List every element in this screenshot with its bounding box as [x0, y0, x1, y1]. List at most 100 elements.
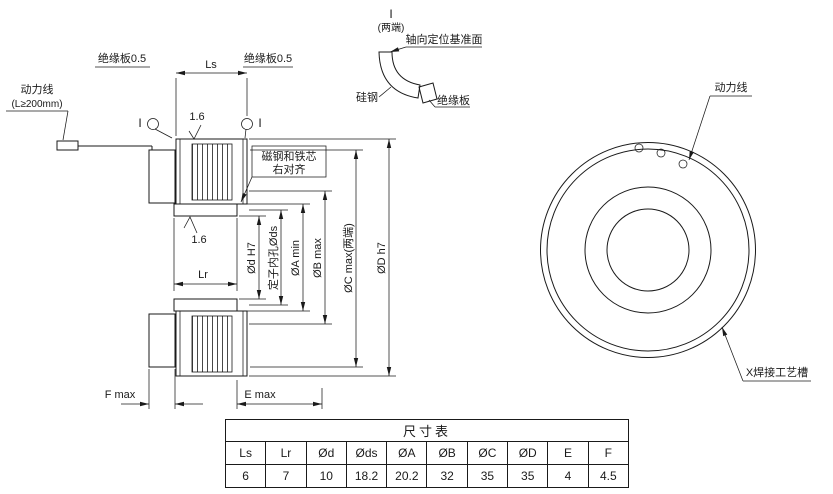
marker-line [244, 128, 247, 139]
marker-circle [147, 118, 159, 130]
roughness-value: 1.6 [189, 111, 204, 123]
magnet-top [173, 203, 238, 217]
insulation-strip-left [175, 310, 181, 377]
lr-dimension: Lr [173, 218, 238, 291]
power-line-label: 动力线 [715, 80, 748, 94]
insulation-strip-left [175, 138, 181, 205]
note-text-1: 磁钢和铁芯 [262, 149, 317, 163]
dimension-text: ØA min [290, 240, 302, 276]
label-text: 绝缘板0.5 [244, 51, 292, 65]
dimension-text: E max [244, 389, 276, 401]
silicon-steel-callout: 硅钢 [356, 86, 392, 104]
weld-groove-callout: X焊接工艺槽 [721, 326, 811, 382]
table-value-cell: 35 [507, 464, 549, 488]
label-text: 绝缘板0.5 [98, 51, 146, 65]
leader-line [62, 110, 69, 141]
alignment-note: 磁钢和铁芯 右对齐 [240, 145, 327, 203]
front-view: 动力线 X焊接工艺槽 [540, 80, 811, 382]
detail-view: I (两端) 轴向定位基准面 硅钢 绝缘板 [356, 7, 483, 108]
dia-dimension-ds: 定子内孔Øds [249, 209, 288, 306]
table-value-cell: 32 [426, 464, 468, 488]
stator-bottom [175, 310, 248, 377]
table-value-cell: 10 [305, 464, 347, 488]
table-header-cell: Lr [265, 441, 307, 465]
magnet-bottom [173, 298, 238, 312]
wire-exit-hole [656, 148, 666, 158]
note-text-2: 右对齐 [273, 162, 306, 176]
table-value-cell: 7 [265, 464, 307, 488]
note-box [251, 145, 327, 178]
rim-circle [546, 148, 750, 352]
silicon-steel-label: 硅钢 [356, 91, 378, 104]
power-line-callout: 动力线 (L≥200mm) [6, 82, 69, 141]
table-header-cell: ØC [466, 441, 509, 465]
table-title-row: 尺寸表 [225, 419, 629, 442]
table-value-cell: 4.5 [587, 464, 630, 488]
section-view: 动力线 (L≥200mm) I [6, 51, 396, 409]
power-line-label: 动力线 [21, 82, 54, 96]
leader-line [378, 86, 392, 98]
table-header-cell: F [587, 441, 630, 465]
winding-area [191, 315, 233, 373]
dimension-text: 定子内孔Øds [266, 225, 280, 290]
table-header-cell: E [547, 441, 589, 465]
dimension-text: ØC max(两端) [342, 223, 355, 293]
ls-dimension: Ls [175, 59, 248, 136]
insulation-label-right: 绝缘板0.5 [243, 51, 293, 68]
datum-callout: 轴向定位基准面 [389, 32, 483, 53]
f-dimension: F max [105, 369, 203, 409]
table-header-cell: ØD [507, 441, 549, 465]
inner-circle [584, 186, 712, 314]
marker-label: I [258, 116, 261, 130]
table-value-cell: 20.2 [386, 464, 428, 488]
dimension-text: ØD h7 [376, 242, 388, 274]
table-header-cell: Ød [305, 441, 347, 465]
wire-exit-hole [634, 143, 644, 153]
leader-line [428, 99, 436, 108]
roughness-value: 1.6 [191, 234, 206, 246]
roughness-mark-top: 1.6 [188, 111, 205, 140]
detail-marker-right: I [241, 116, 262, 139]
weld-groove-label: X焊接工艺槽 [746, 365, 808, 379]
table-value-cell: 4 [547, 464, 589, 488]
dia-dimension-dd: ØD h7 [249, 138, 396, 377]
detail-marker-label: I [389, 7, 392, 21]
insulation-strip-right [242, 310, 248, 377]
dimension-text: ØB max [312, 238, 324, 278]
dia-dimension-d: Ød H7 [239, 215, 266, 300]
table-header-cell: Ls [224, 441, 267, 465]
table-header-row: Ls Lr Ød Øds ØA ØB ØC ØD E F [224, 441, 630, 465]
dimension-text: Ød H7 [246, 242, 258, 274]
detail-marker-note: (两端) [378, 21, 405, 34]
power-line-note: (L≥200mm) [11, 99, 62, 110]
dimension-table: 尺寸表 Ls Lr Ød Øds ØA ØB ØC ØD E F 6 7 10 … [224, 419, 630, 488]
table-value-cell: 18.2 [345, 464, 388, 488]
table-title: 尺寸表 [225, 419, 629, 442]
power-line-callout-front: 动力线 [688, 80, 752, 161]
wire-terminal [56, 140, 79, 151]
marker-label: I [138, 116, 141, 130]
flange-bottom [148, 313, 176, 368]
leader-line [240, 176, 253, 203]
e-dimension: E max [236, 380, 323, 409]
wire-exit-hole [678, 159, 688, 169]
outer-circle [540, 142, 756, 358]
marker-circle [241, 118, 253, 130]
dia-dimension-a: ØA min [239, 203, 310, 312]
flange-top [148, 149, 176, 204]
dia-dimension-b: ØB max [249, 190, 332, 325]
roughness-icon [188, 124, 202, 140]
winding-area [191, 143, 233, 201]
dimension-text: Ls [205, 59, 217, 71]
insulation-label-left: 绝缘板0.5 [95, 51, 150, 68]
roughness-icon [183, 216, 198, 234]
roughness-mark-mid: 1.6 [183, 216, 207, 246]
insulation-label: 绝缘板 [437, 93, 470, 107]
dia-dimension-c: ØC max(两端) [250, 149, 363, 368]
leader-line [688, 95, 711, 161]
table-value-row: 6 7 10 18.2 20.2 32 35 35 4 4.5 [224, 464, 630, 488]
table-header-cell: Øds [345, 441, 388, 465]
insulation-strip-right [242, 138, 248, 205]
